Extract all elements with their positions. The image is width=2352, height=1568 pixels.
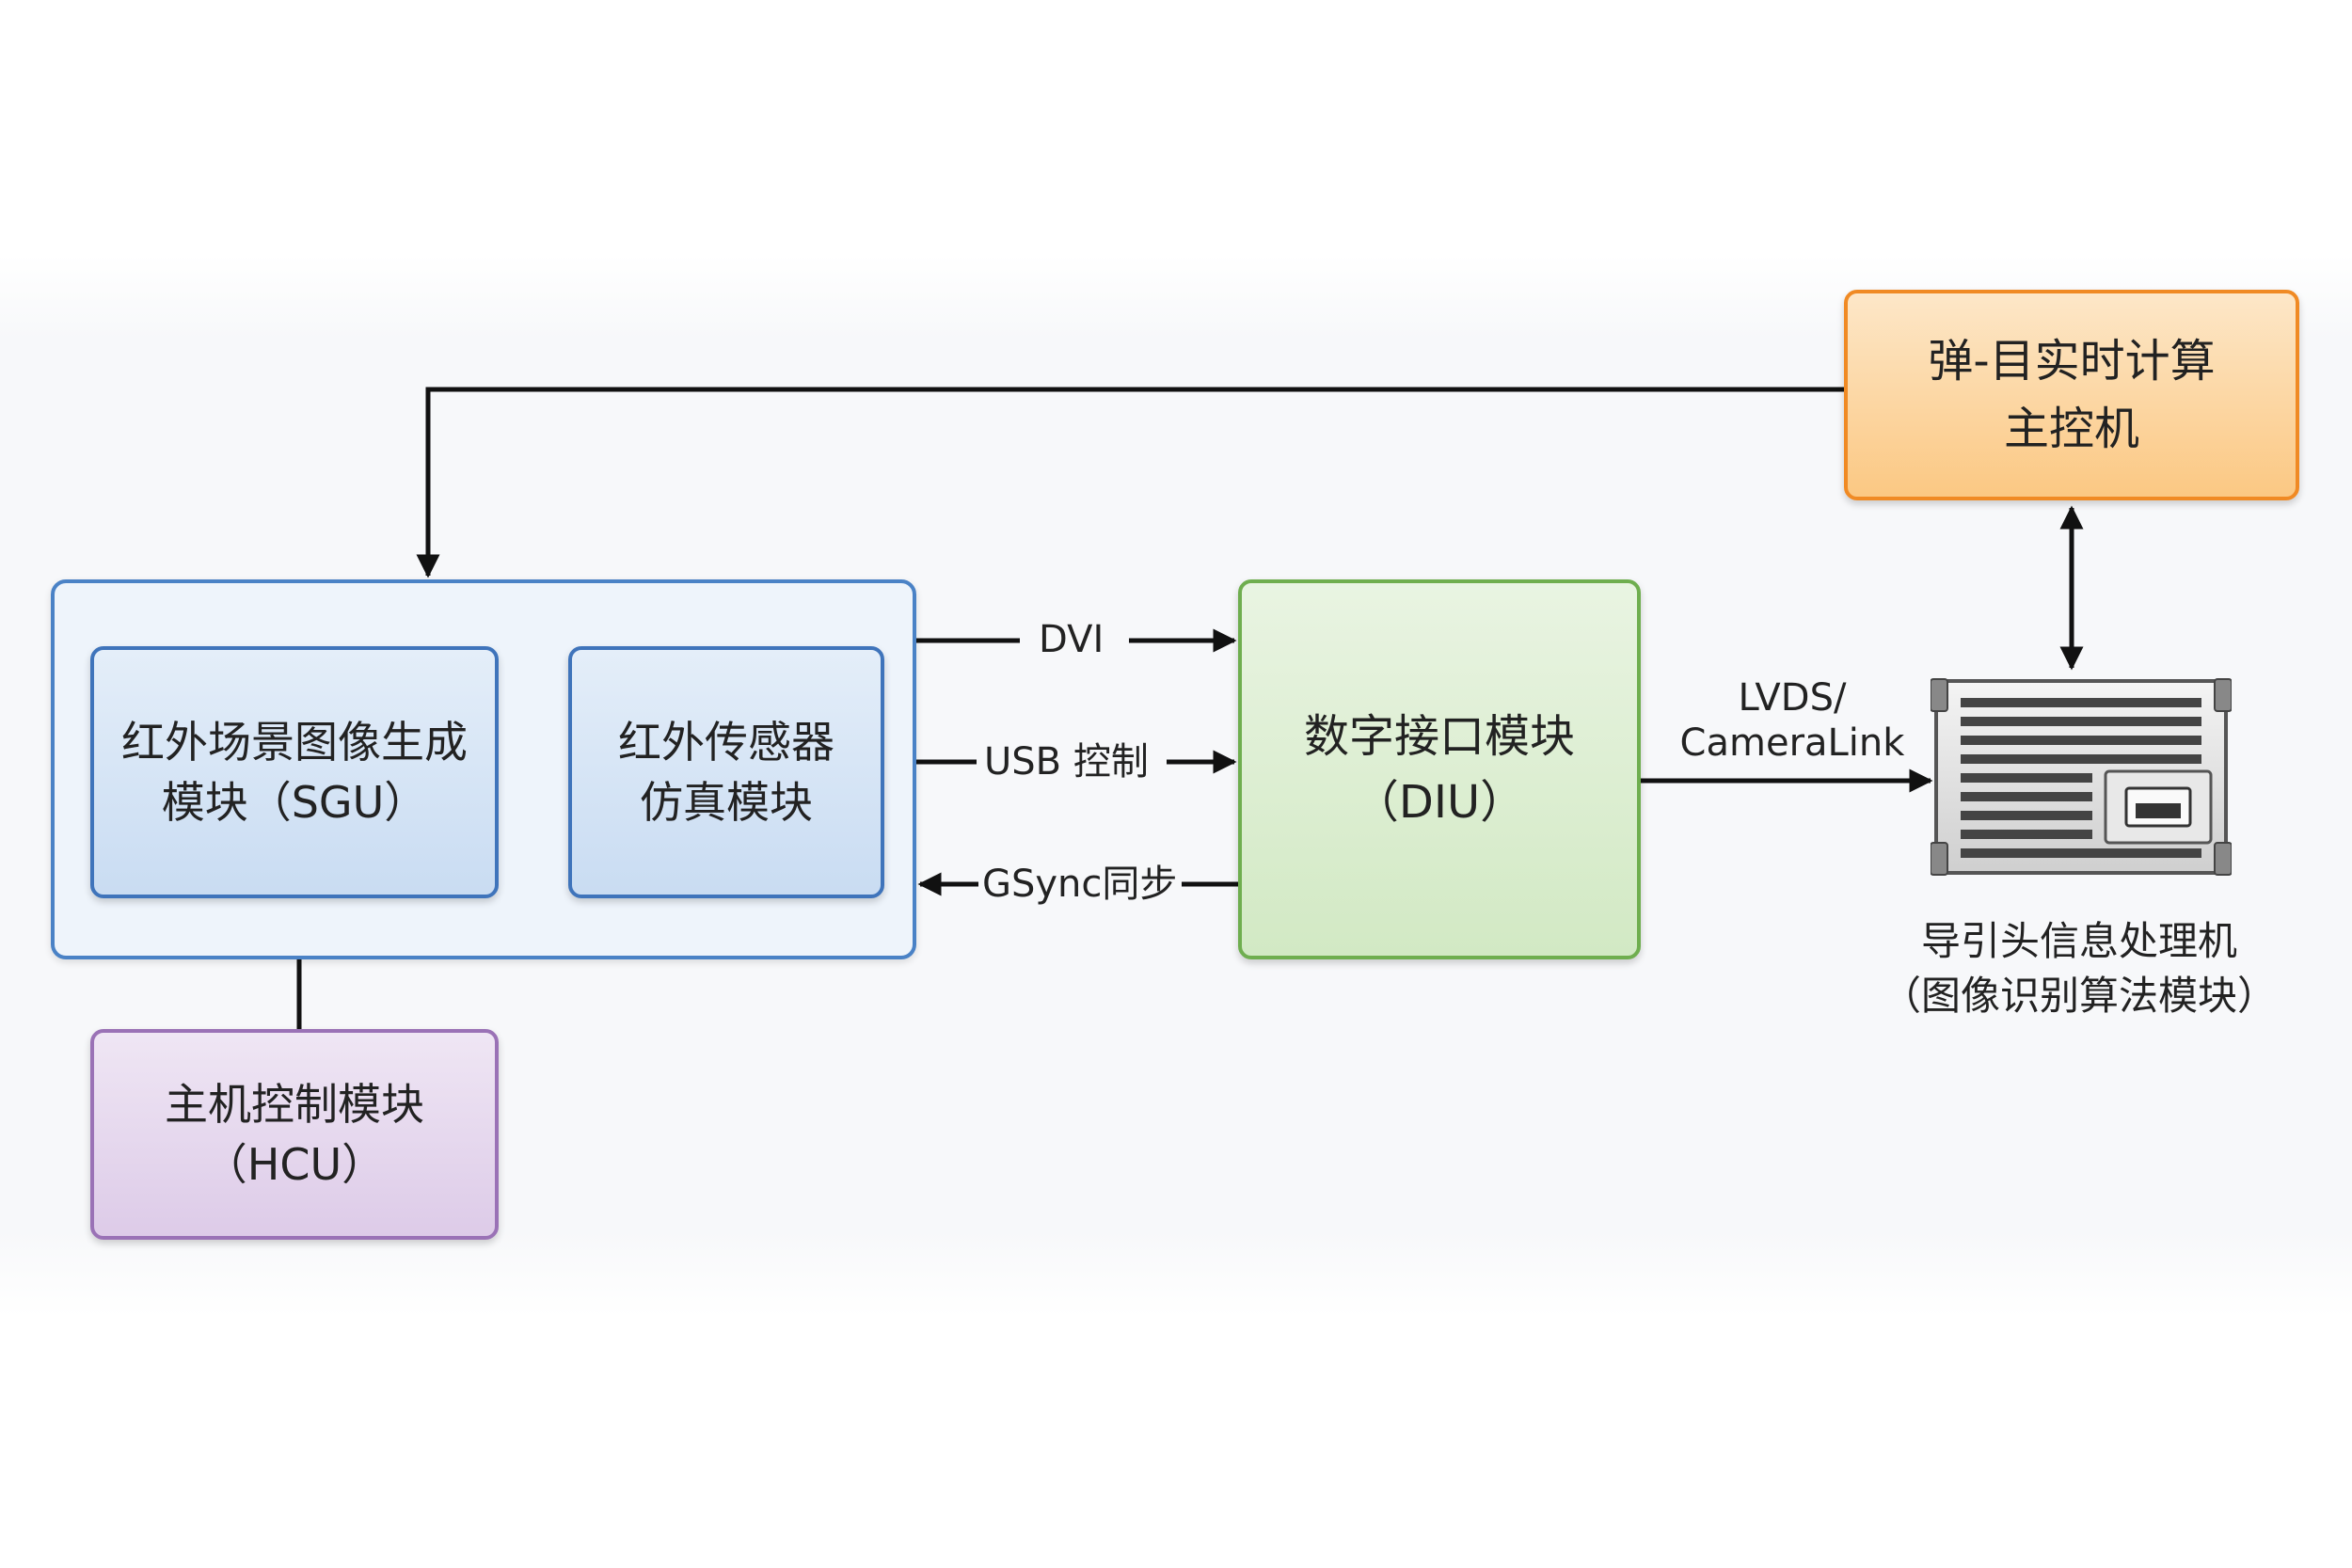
sgu-label-line2: 模块（SGU） [161,777,428,828]
seeker-label-line1: 导引头信息处理机 [1920,918,2237,964]
edge-label-usb: USB 控制 [984,740,1149,784]
master-label-line1: 弹-目实时计算 [1928,335,2216,388]
edge-label-lvds: LVDS/ CameraLink [1665,675,1919,766]
diu-label-line1: 数字接口模块 [1303,710,1575,763]
wire-master-to-sgu-group [416,387,1844,578]
seeker-processor-caption: 导引头信息处理机 （图像识别算法模块） [1844,914,2314,1023]
edge-label-gsync: GSync同步 [982,863,1178,906]
master-computer-node: 弹-目实时计算 主控机 [1844,290,2299,500]
sgu-label-line1: 红外场景图像生成 [121,717,468,768]
edge-label-dvi: DVI [1039,618,1104,661]
rack-server-icon [1931,678,2232,876]
diu-node: 数字接口模块 （DIU） [1238,579,1641,959]
sensor-label-line1: 红外传感器 [618,717,834,768]
seeker-label-line2: （图像识别算法模块） [1881,973,2277,1019]
sgu-node: 红外场景图像生成 模块（SGU） [90,646,499,898]
hcu-label-line1: 主机控制模块 [165,1079,424,1130]
hcu-label-line2: （HCU） [203,1139,386,1190]
edge-label-lvds-line1: LVDS/ [1738,676,1847,720]
sensor-sim-node: 红外传感器 仿真模块 [568,646,884,898]
master-label-line2: 主控机 [2003,403,2139,455]
diu-label-line2: （DIU） [1353,776,1526,829]
sensor-label-line2: 仿真模块 [640,777,813,828]
hcu-node: 主机控制模块 （HCU） [90,1029,499,1240]
edge-label-lvds-line2: CameraLink [1679,721,1905,765]
